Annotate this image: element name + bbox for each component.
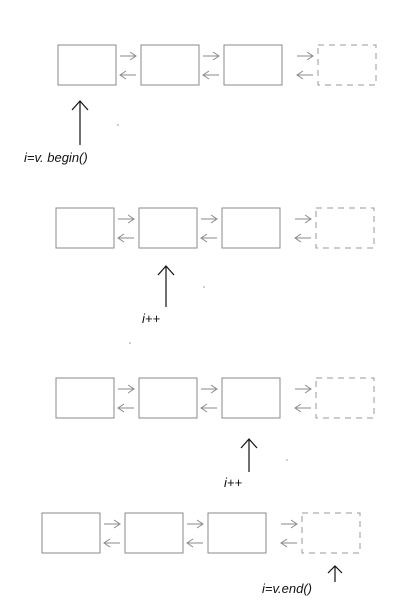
link-back-2-1: [117, 403, 134, 413]
end-node: [317, 44, 377, 86]
link-forward-1-2: [118, 214, 135, 224]
stage-4: i=v.end(): [41, 512, 361, 596]
link-back-3-2: [200, 403, 217, 413]
pointer-label-2: i++: [142, 311, 160, 326]
speck-3: [129, 342, 131, 344]
speck-1: [117, 124, 119, 126]
node-3: [221, 377, 281, 419]
link-forward-3-end: [297, 51, 314, 61]
link-back-2-1: [117, 233, 134, 243]
link-forward-1-2: [118, 384, 135, 394]
link-back-3-2: [200, 233, 217, 243]
speck-4: [286, 459, 288, 461]
link-back-2-1: [119, 70, 136, 80]
pointer-arrow-2: [157, 265, 175, 307]
link-forward-2-3: [201, 384, 218, 394]
link-back-3-2: [202, 70, 219, 80]
link-forward-3-end: [281, 519, 298, 529]
node-2: [124, 512, 184, 554]
end-node: [315, 377, 375, 419]
node-3: [223, 44, 283, 86]
link-back-end-3: [294, 403, 311, 413]
node-3: [207, 512, 267, 554]
end-node: [301, 512, 361, 554]
node-1: [57, 44, 117, 86]
node-1: [55, 377, 115, 419]
link-forward-1-2: [104, 519, 121, 529]
pointer-arrow-1: [71, 100, 89, 145]
link-back-3-2: [186, 538, 203, 548]
node-1: [41, 512, 101, 554]
pointer-label-4: i=v.end(): [262, 581, 312, 596]
link-forward-1-2: [120, 51, 137, 61]
pointer-arrow-3: [240, 438, 258, 472]
node-2: [140, 44, 200, 86]
link-back-2-1: [103, 538, 120, 548]
link-forward-2-3: [203, 51, 220, 61]
link-forward-3-end: [295, 384, 312, 394]
stage-3: i++: [55, 377, 375, 490]
stage-2: i++: [55, 207, 375, 344]
pointer-label-1: i=v. begin(): [24, 150, 88, 165]
link-back-end-3: [294, 233, 311, 243]
node-1: [55, 207, 115, 249]
link-forward-2-3: [201, 214, 218, 224]
speck-2: [203, 286, 205, 288]
pointer-label-3: i++: [224, 475, 242, 490]
link-back-end-3: [280, 538, 297, 548]
link-forward-3-end: [295, 214, 312, 224]
node-2: [138, 207, 198, 249]
pointer-arrow-4: [327, 565, 343, 582]
stage-1: i=v. begin(): [24, 44, 377, 165]
node-2: [138, 377, 198, 419]
node-3: [221, 207, 281, 249]
end-node: [315, 207, 375, 249]
link-forward-2-3: [187, 519, 204, 529]
link-back-end-3: [296, 70, 313, 80]
